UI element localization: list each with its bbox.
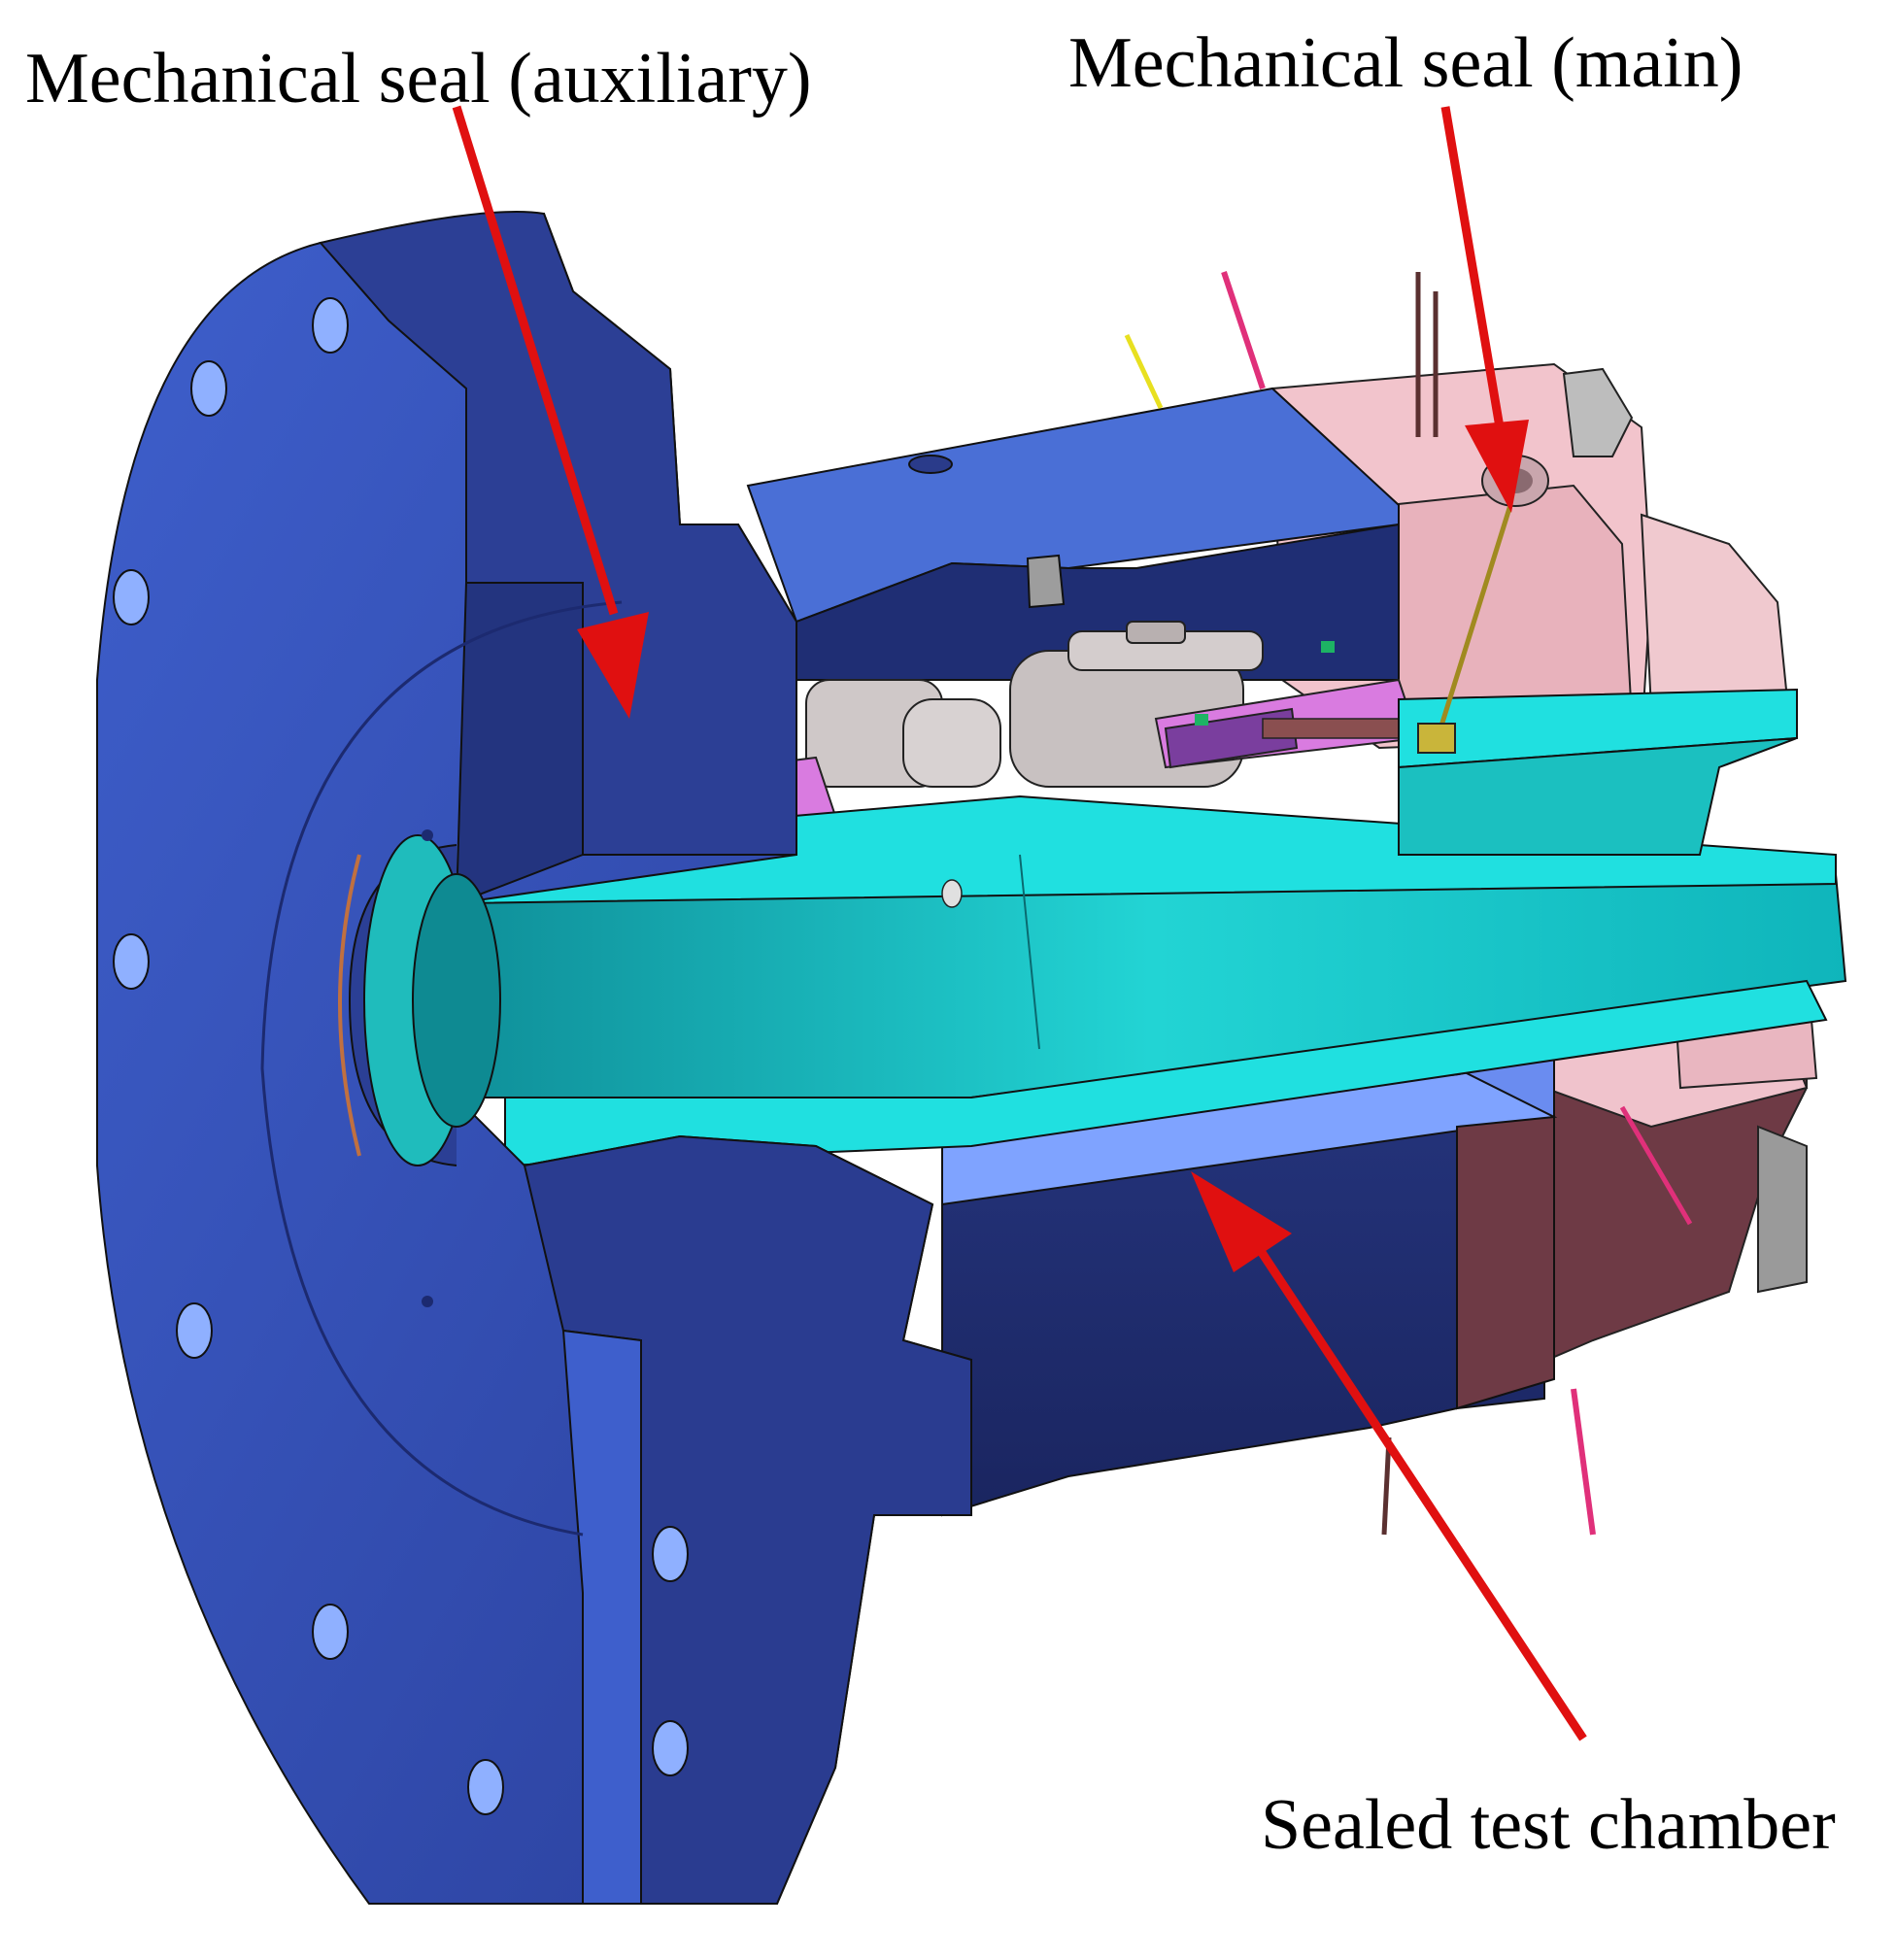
instrument-leads	[1124, 271, 1693, 1536]
label-mechanical-seal-auxiliary: Mechanical seal (auxiliary)	[25, 39, 812, 118]
red-arrow-icon	[452, 105, 649, 719]
label-sealed-test-chamber: Sealed test chamber	[1261, 1785, 1836, 1865]
callout-arrows	[452, 105, 1587, 1741]
flange	[96, 211, 972, 1905]
red-arrow-icon	[1440, 106, 1529, 513]
red-arrow-icon	[1191, 1171, 1587, 1741]
shaft-sleeve	[456, 688, 1847, 1167]
label-mechanical-seal-main: Mechanical seal (main)	[1068, 23, 1744, 103]
